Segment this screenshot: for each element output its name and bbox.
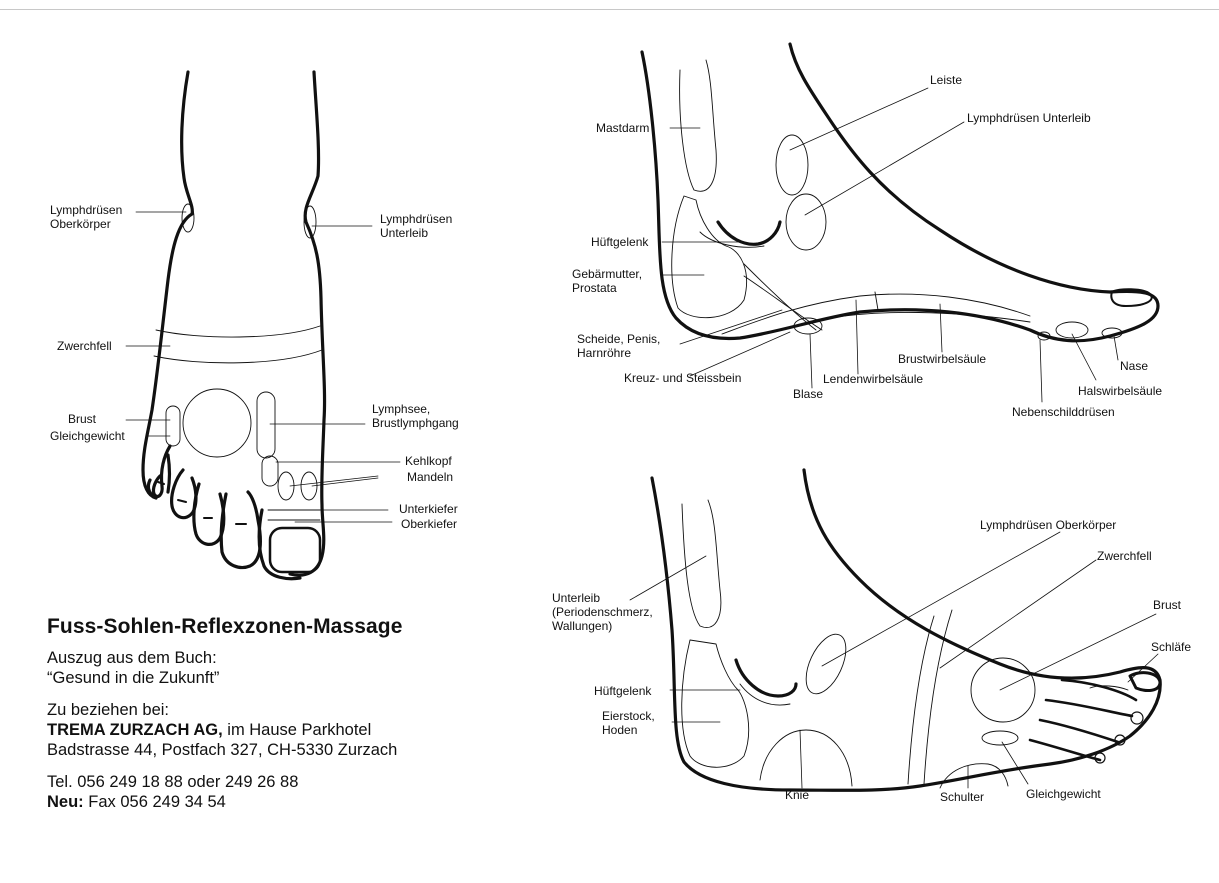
label-outer-diaphragm: Zwerchfell [1097,549,1152,563]
label-outer-abdomen: Unterleib (Periodenschmerz, Wallungen) [552,591,653,633]
label-sole-lymph-lower: Lymphdrüsen Unterleib [380,212,452,240]
label-outer-shoulder: Schulter [940,790,984,804]
company-line: TREMA ZURZACH AG, im Hause Parkhotel [47,720,517,740]
sole-leader-lines [126,212,400,522]
label-inner-nose: Nase [1120,359,1148,373]
label-sole-larynx: Kehlkopf [405,454,452,468]
company-name: TREMA ZURZACH AG, [47,721,223,739]
label-outer-chest: Brust [1153,598,1181,612]
label-inner-vagina: Scheide, Penis, Harnröhre [577,332,660,360]
label-sole-balance: Gleichgewicht [50,429,125,443]
source-label: Zu beziehen bei: [47,700,517,720]
label-inner-rectum: Mastdarm [596,121,649,135]
label-outer-knee: Knie [785,788,809,802]
info-block: Fuss-Sohlen-Reflexzonen-Massage Auszug a… [47,614,517,812]
inner-leader-lines [662,88,1118,402]
label-sole-chest: Brust [68,412,96,426]
label-inner-lumbar: Lendenwirbelsäule [823,372,923,386]
label-sole-lymph-upper: Lymphdrüsen Oberkörper [50,203,122,231]
label-sole-tonsils: Mandeln [407,470,453,484]
label-sole-lymph-sea: Lymphsee, Brustlymphgang [372,402,459,430]
label-sole-upper-jaw: Oberkiefer [401,517,457,531]
new-label: Neu: [47,793,84,811]
label-inner-bladder: Blase [793,387,823,401]
fax-number: Fax 056 249 34 54 [84,793,226,811]
address-line: Badstrasse 44, Postfach 327, CH-5330 Zur… [47,740,517,760]
label-inner-groin: Leiste [930,73,962,87]
sole-foot-outline [143,72,325,579]
label-outer-balance: Gleichgewicht [1026,787,1101,801]
excerpt-line-1: Auszug aus dem Buch: [47,648,517,668]
label-inner-uterus: Gebärmutter, Prostata [572,267,642,295]
label-sole-diaphragm: Zwerchfell [57,339,112,353]
label-inner-parathyroid: Nebenschilddrüsen [1012,405,1115,419]
label-inner-sacrum: Kreuz- und Steissbein [624,371,741,385]
label-outer-lymph-upper: Lymphdrüsen Oberkörper [980,518,1116,532]
excerpt-line-2: “Gesund in die Zukunft” [47,668,517,688]
label-inner-hip: Hüftgelenk [591,235,648,249]
phone-line: Tel. 056 249 18 88 oder 249 26 88 [47,772,517,792]
outer-foot-zones [682,500,1128,788]
label-outer-ovary: Eierstock, Hoden [602,709,655,737]
outer-leader-lines [630,532,1158,788]
label-inner-cervical: Halswirbelsäule [1078,384,1162,398]
fax-line: Neu: Fax 056 249 34 54 [47,792,517,812]
label-outer-hip: Hüftgelenk [594,684,651,698]
inner-foot-outline [642,44,1158,341]
page-title: Fuss-Sohlen-Reflexzonen-Massage [47,614,517,640]
label-inner-thoracic: Brustwirbelsäule [898,352,986,366]
company-location: im Hause Parkhotel [223,721,372,739]
label-sole-lower-jaw: Unterkiefer [399,502,458,516]
label-inner-lymph-lower: Lymphdrüsen Unterleib [967,111,1091,125]
label-outer-temple: Schläfe [1151,640,1191,654]
